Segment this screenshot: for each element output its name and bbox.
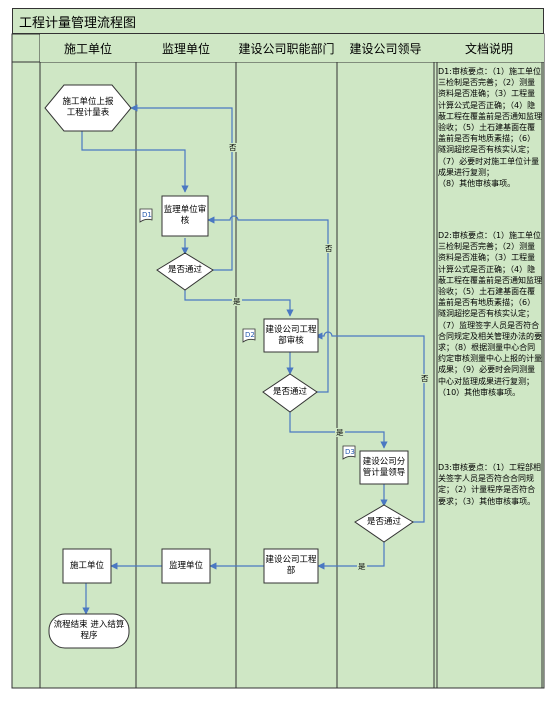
doc-d1-line-1: D1:审核要点：（1）施工单位三检制是否完善；（2）测量资料是否准确；（3）工程… [438, 67, 542, 155]
doc-d1-line-3: （8）其他审核事项。 [438, 179, 516, 189]
edge-decision2-no [207, 215, 329, 393]
node-end-terminator[interactable] [48, 613, 130, 649]
lane-header-department: 建设公司职能部门 [236, 34, 337, 62]
node-leader-review-box[interactable] [359, 450, 409, 485]
node-decision1-diamond[interactable] [156, 252, 214, 291]
diagram-title: 工程计量管理流程图 [19, 16, 137, 31]
doc-d3-line-1: D3:审核要点：（1）工程部相关签字人员是否符合合同规定；（2）计量程序是否符合… [438, 463, 542, 506]
node-start-hexagon[interactable] [44, 84, 132, 132]
edge-label-decision1-no: 否 [228, 143, 238, 152]
edge-label-decision1-yes: 是 [232, 297, 242, 306]
node-supervisor-return-box[interactable] [161, 548, 211, 584]
node-decision2-diamond[interactable] [262, 373, 318, 413]
doc-d1-line-2: （7）必要时对施工单位计量成果进行复测； [438, 156, 540, 177]
edge-label-decision2-no: 否 [324, 244, 334, 253]
lane-header-documents: 文档说明 [434, 34, 544, 62]
node-dept-review-box[interactable] [263, 318, 319, 353]
left-margin-strip [11, 33, 41, 689]
doc-notes-d3: D3:审核要点：（1）工程部相关签字人员是否符合合同规定；（2）计量程序是否符合… [438, 462, 542, 507]
edge-label-decision2-yes: 是 [335, 428, 345, 437]
doc-tag-d1-icon [139, 208, 153, 223]
lane-header-leadership: 建设公司领导 [337, 34, 434, 62]
node-contractor-return-box[interactable] [62, 548, 112, 584]
edge-decision3-no [315, 331, 425, 523]
diagram-title-bar: 工程计量管理流程图 [12, 8, 544, 34]
doc-d2-line-2: （7）监理签字人员是否符合合同规定及相关管理办法的要求；（8）根据测量中心合同约… [438, 320, 542, 397]
node-dept-return-box[interactable] [263, 548, 319, 584]
edge-label-decision3-no: 否 [420, 374, 430, 383]
edge-start-to-supervisor [81, 131, 189, 193]
lane-header-supervisor: 监理单位 [136, 34, 236, 62]
doc-notes-d2: D2:审核要点：（1）施工单位三检制是否完善；（2）测量资料是否准确；（3）工程… [438, 230, 542, 398]
doc-tag-d3-icon [342, 445, 356, 460]
lane-header-contractor: 施工单位 [40, 34, 136, 62]
node-decision3-diamond[interactable] [354, 504, 414, 543]
doc-tag-d2-icon [242, 328, 256, 343]
edge-label-decision3-yes: 是 [357, 562, 367, 571]
doc-notes-d1: D1:审核要点：（1）施工单位三检制是否完善；（2）测量资料是否准确；（3）工程… [438, 66, 542, 189]
edge-decision1-no [130, 104, 233, 271]
node-supervisor-review-box[interactable] [161, 195, 209, 237]
doc-d2-line-1: D2:审核要点：（1）施工单位三检制是否完善；（2）测量资料是否准确；（3）工程… [438, 231, 542, 319]
edge-decision3-yes [317, 540, 385, 570]
